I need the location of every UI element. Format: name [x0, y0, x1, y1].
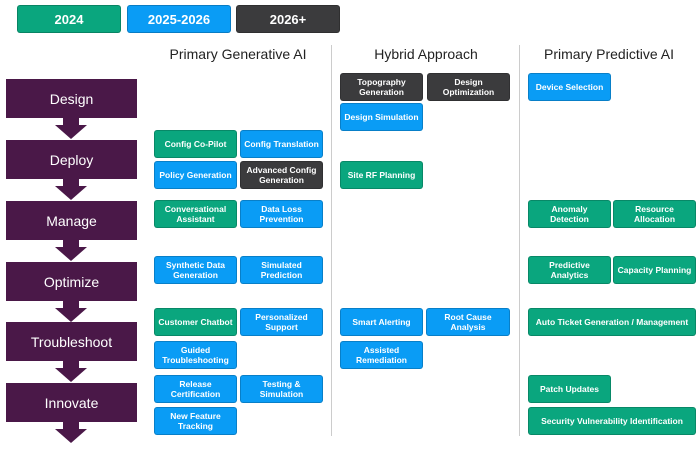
stage-optimize: Optimize — [6, 262, 137, 301]
flow-arrow-icon — [55, 186, 87, 200]
flow-arrow-icon — [55, 429, 87, 443]
column-divider — [331, 45, 332, 436]
card-release-certification: Release Certification — [154, 375, 237, 403]
flow-arrow-icon — [55, 368, 87, 382]
column-header: Primary Generative AI — [169, 46, 307, 62]
card-device-selection: Device Selection — [528, 73, 611, 101]
card-security-vulnerability-identification: Security Vulnerability Identification — [528, 407, 696, 435]
stage-manage: Manage — [6, 201, 137, 240]
card-design-optimization: Design Optimization — [427, 73, 510, 101]
card-policy-generation: Policy Generation — [154, 161, 237, 189]
card-smart-alerting: Smart Alerting — [340, 308, 423, 336]
card-guided-troubleshooting: Guided Troubleshooting — [154, 341, 237, 369]
card-conversational-assistant: Conversational Assistant — [154, 200, 237, 228]
card-synthetic-data-generation: Synthetic Data Generation — [154, 256, 237, 284]
flow-arrow-stem — [63, 301, 79, 309]
card-design-simulation: Design Simulation — [340, 103, 423, 131]
card-topography-generation: Topography Generation — [340, 73, 423, 101]
card-config-translation: Config Translation — [240, 130, 323, 158]
stage-design: Design — [6, 79, 137, 118]
card-assisted-remediation: Assisted Remediation — [340, 341, 423, 369]
card-config-co-pilot: Config Co-Pilot — [154, 130, 237, 158]
card-personalized-support: Personalized Support — [240, 308, 323, 336]
card-simulated-prediction: Simulated Prediction — [240, 256, 323, 284]
card-root-cause-analysis: Root Cause Analysis — [426, 308, 510, 336]
flow-arrow-stem — [63, 422, 79, 430]
flow-arrow-icon — [55, 247, 87, 261]
flow-arrow-icon — [55, 308, 87, 322]
card-auto-ticket-generation-management: Auto Ticket Generation / Management — [528, 308, 696, 336]
flow-arrow-stem — [63, 361, 79, 369]
column-header: Primary Predictive AI — [544, 46, 674, 62]
card-predictive-analytics: Predictive Analytics — [528, 256, 611, 284]
column-divider — [519, 45, 520, 436]
flow-arrow-stem — [63, 240, 79, 248]
card-advanced-config-generation: Advanced Config Generation — [240, 161, 323, 189]
column-header: Hybrid Approach — [374, 46, 478, 62]
flow-arrow-stem — [63, 118, 79, 126]
stage-troubleshoot: Troubleshoot — [6, 322, 137, 361]
card-testing-simulation: Testing & Simulation — [240, 375, 323, 403]
flow-arrow-stem — [63, 179, 79, 187]
stage-deploy: Deploy — [6, 140, 137, 179]
card-patch-updates: Patch Updates — [528, 375, 611, 403]
card-customer-chatbot: Customer Chatbot — [154, 308, 237, 336]
card-site-rf-planning: Site RF Planning — [340, 161, 423, 189]
stage-innovate: Innovate — [6, 383, 137, 422]
card-anomaly-detection: Anomaly Detection — [528, 200, 611, 228]
card-capacity-planning: Capacity Planning — [613, 256, 696, 284]
card-resource-allocation: Resource Allocation — [613, 200, 696, 228]
legend-2026: 2026+ — [236, 5, 340, 33]
flow-arrow-icon — [55, 125, 87, 139]
card-new-feature-tracking: New Feature Tracking — [154, 407, 237, 435]
legend-20252026: 2025-2026 — [127, 5, 231, 33]
card-data-loss-prevention: Data Loss Prevention — [240, 200, 323, 228]
legend-2024: 2024 — [17, 5, 121, 33]
